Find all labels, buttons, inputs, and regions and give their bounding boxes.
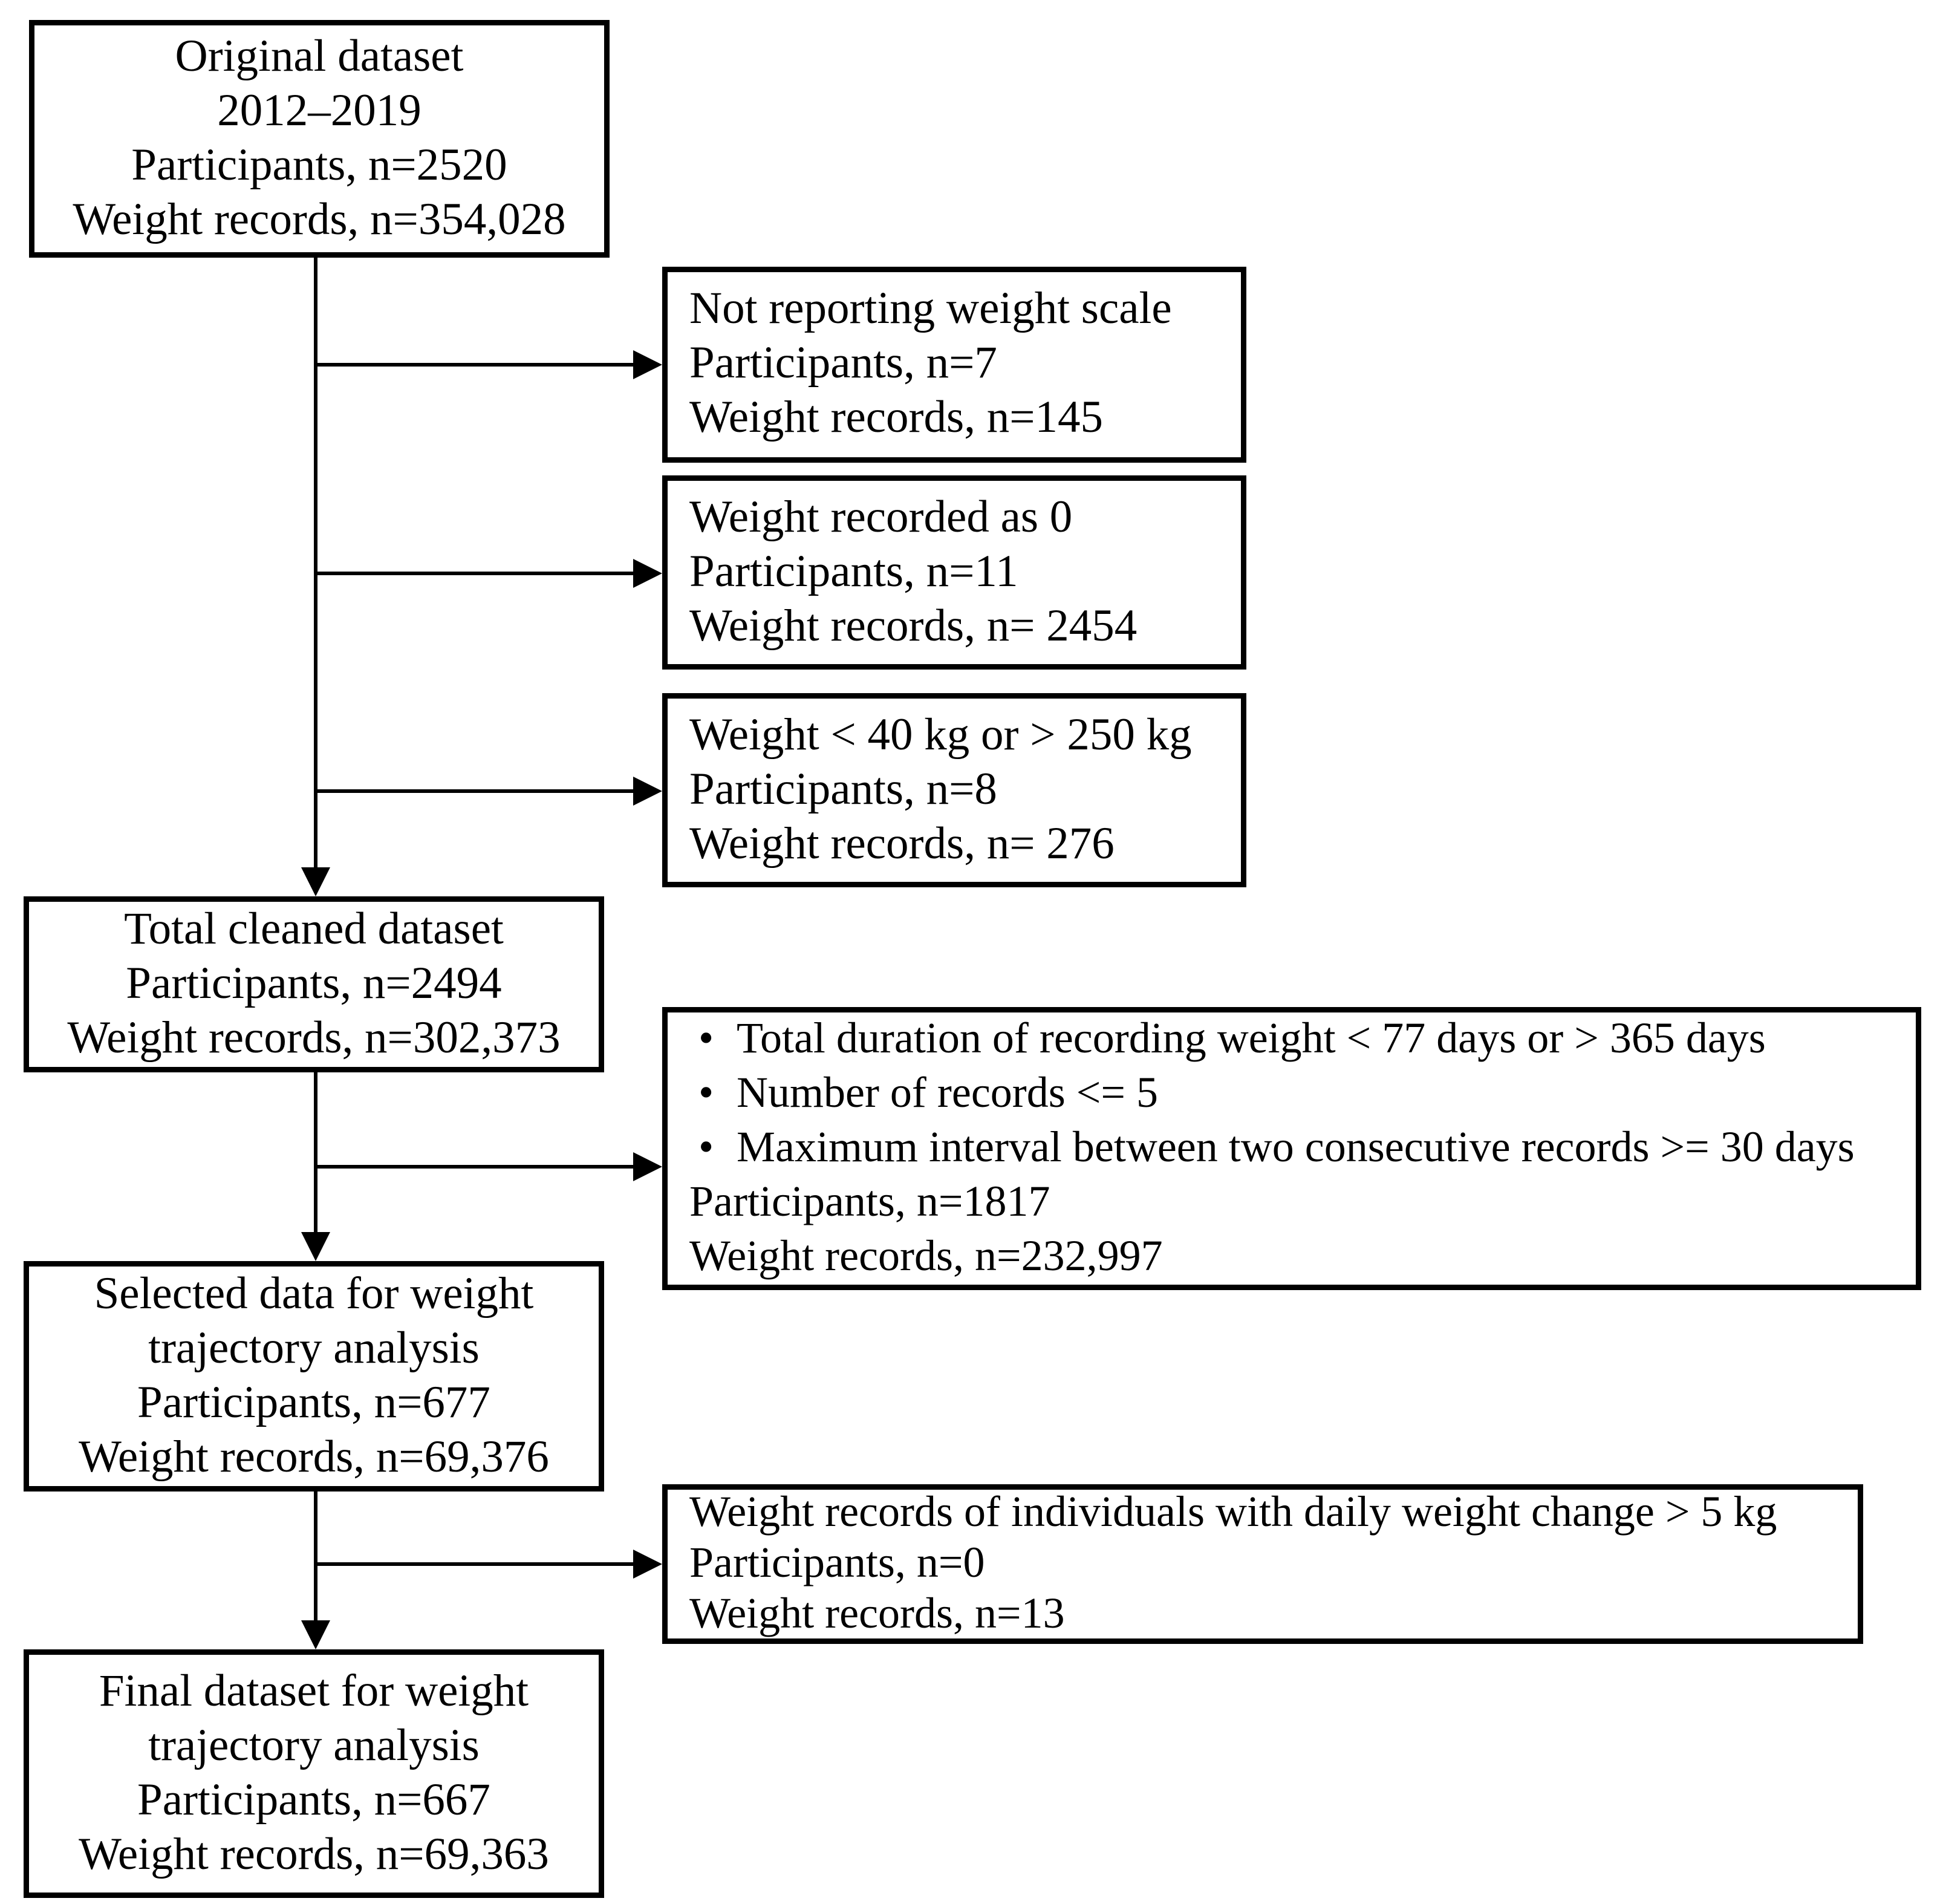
- box-line: trajectory analysis: [148, 1721, 480, 1770]
- box-excl-not-reporting-weight-scale: Not reporting weight scale Participants,…: [662, 267, 1246, 463]
- box-line: Weight records, n=69,363: [79, 1830, 549, 1879]
- box-line: Selected data for weight: [94, 1269, 534, 1319]
- bullet-icon: •: [698, 1016, 714, 1063]
- box-line: Participants, n=7: [689, 339, 997, 388]
- box-line: Weight records, n= 2454: [689, 601, 1137, 651]
- box-line: Participants, n=11: [689, 547, 1018, 596]
- arrow-to-not-reporting-weight-scale: [316, 350, 662, 379]
- arrowhead-right-icon: [633, 350, 662, 379]
- box-line: Weight records, n= 276: [689, 819, 1115, 869]
- bullet-icon: •: [698, 1125, 714, 1172]
- arrowhead-down-icon: [301, 1620, 330, 1649]
- box-line: Participants, n=667: [137, 1775, 490, 1825]
- box-line: Original dataset: [175, 31, 464, 81]
- bullet-text: Number of records <= 5: [737, 1071, 1159, 1118]
- box-line: Not reporting weight scale: [689, 285, 1172, 334]
- box-line: Weight records, n=232,997: [689, 1234, 1163, 1281]
- box-line: Weight records, n=145: [689, 394, 1104, 443]
- box-excl-daily-weight-change: Weight records of individuals with daily…: [662, 1484, 1863, 1644]
- arrowhead-right-icon: [633, 559, 662, 588]
- arrow-to-weight-recorded-as-zero: [316, 559, 662, 588]
- box-line: Weight records of individuals with daily…: [689, 1490, 1777, 1537]
- arrow-selected-to-final: [301, 1492, 330, 1649]
- box-line: Participants, n=2494: [126, 959, 502, 1008]
- bullet-text: Maximum interval between two consecutive…: [737, 1125, 1855, 1172]
- box-original-dataset: Original dataset 2012–2019 Participants,…: [29, 20, 610, 258]
- bullet-item: • Total duration of recording weight < 7…: [689, 1012, 1766, 1067]
- box-line: Weight recorded as 0: [689, 492, 1073, 542]
- arrow-cleaned-to-selected: [301, 1072, 330, 1261]
- bullet-icon: •: [698, 1071, 714, 1118]
- box-line: Participants, n=0: [689, 1540, 985, 1588]
- box-excl-weight-recorded-as-zero: Weight recorded as 0 Participants, n=11 …: [662, 475, 1246, 670]
- box-excl-selection-criteria: • Total duration of recording weight < 7…: [662, 1007, 1921, 1290]
- box-line: Participants, n=677: [137, 1378, 490, 1427]
- box-line: Final dataset for weight: [99, 1666, 529, 1716]
- box-excl-weight-out-of-range: Weight < 40 kg or > 250 kg Participants,…: [662, 693, 1246, 887]
- box-final-dataset: Final dataset for weight trajectory anal…: [24, 1649, 604, 1898]
- box-line: Weight records, n=354,028: [73, 195, 566, 244]
- arrow-to-selection-criteria: [316, 1152, 662, 1181]
- arrowhead-right-icon: [633, 777, 662, 806]
- box-line: 2012–2019: [217, 86, 421, 135]
- arrowhead-right-icon: [633, 1550, 662, 1579]
- box-line: trajectory analysis: [148, 1323, 480, 1373]
- box-line: Total cleaned dataset: [124, 904, 504, 954]
- box-line: Weight records, n=13: [689, 1591, 1065, 1638]
- arrowhead-down-icon: [301, 867, 330, 896]
- box-line: Weight records, n=69,376: [79, 1432, 549, 1482]
- bullet-text: Total duration of recording weight < 77 …: [737, 1016, 1766, 1063]
- box-line: Participants, n=2520: [131, 140, 507, 190]
- arrow-to-weight-out-of-range: [316, 777, 662, 806]
- box-line: Participants, n=1817: [689, 1179, 1050, 1227]
- arrowhead-down-icon: [301, 1232, 330, 1261]
- box-line: Participants, n=8: [689, 765, 997, 814]
- arrowhead-right-icon: [633, 1152, 662, 1181]
- bullet-item: • Number of records <= 5: [689, 1067, 1158, 1121]
- box-selected-data: Selected data for weight trajectory anal…: [24, 1261, 604, 1492]
- box-line: Weight < 40 kg or > 250 kg: [689, 710, 1192, 760]
- box-line: Weight records, n=302,373: [67, 1013, 561, 1063]
- arrow-to-daily-weight-change: [316, 1550, 662, 1579]
- box-total-cleaned-dataset: Total cleaned dataset Participants, n=24…: [24, 896, 604, 1072]
- bullet-item: • Maximum interval between two consecuti…: [689, 1121, 1855, 1176]
- arrow-original-to-cleaned: [301, 258, 330, 896]
